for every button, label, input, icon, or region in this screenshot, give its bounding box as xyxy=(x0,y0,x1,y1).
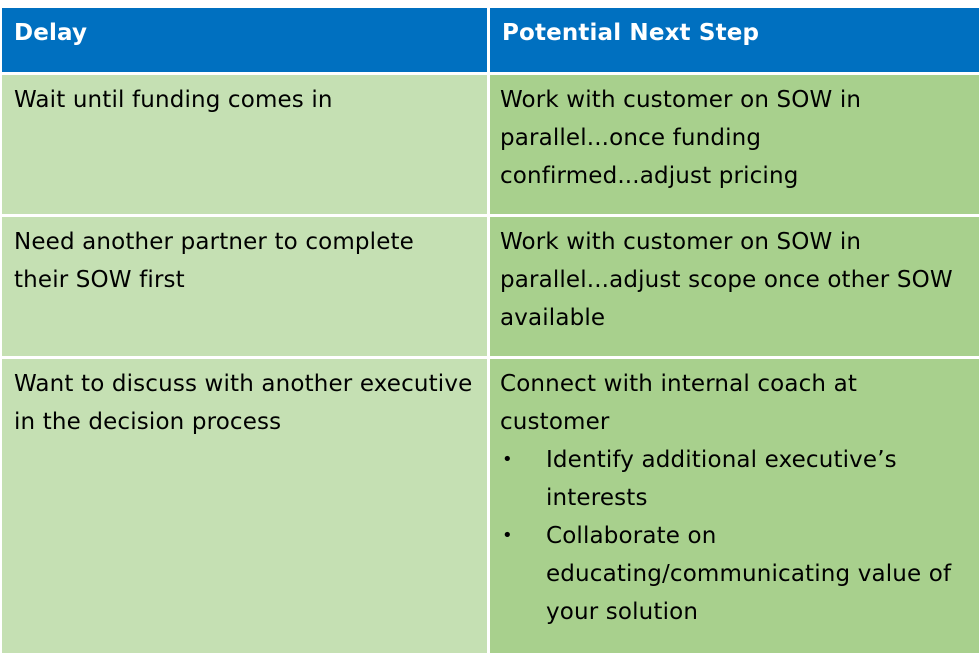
row-2-next-step: Work with customer on SOW in parallel...… xyxy=(490,217,979,356)
bullet-text: Collaborate on educating/communicating v… xyxy=(546,523,952,625)
bullet-item: • Identify additional executive’s intere… xyxy=(500,441,969,517)
header-potential-next-step: Potential Next Step xyxy=(490,8,979,72)
bullet-dot-icon: • xyxy=(502,525,513,546)
row-3-next-step: Connect with internal coach at customer … xyxy=(490,359,979,653)
bullet-item: • Collaborate on educating/communicating… xyxy=(500,517,969,631)
bullet-text: Identify additional executive’s interest… xyxy=(546,447,897,511)
header-delay: Delay xyxy=(2,8,487,72)
bullet-dot-icon: • xyxy=(502,449,513,470)
row-3-next-step-text: Connect with internal coach at customer xyxy=(500,371,858,435)
delay-next-step-table: Delay Potential Next Step Wait until fun… xyxy=(2,8,979,653)
row-1-next-step: Work with customer on SOW in parallel...… xyxy=(490,75,979,214)
row-3-delay: Want to discuss with another executive i… xyxy=(2,359,487,653)
row-2-delay: Need another partner to complete their S… xyxy=(2,217,487,356)
row-1-delay: Wait until funding comes in xyxy=(2,75,487,214)
row-3-bullet-list: • Identify additional executive’s intere… xyxy=(500,441,969,631)
